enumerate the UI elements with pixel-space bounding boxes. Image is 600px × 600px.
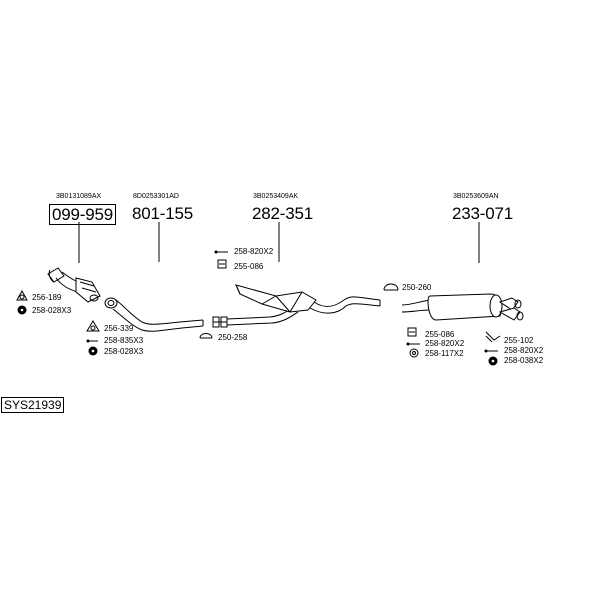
bolt-icon-p4b — [484, 349, 498, 353]
accessory-nut-p1[interactable]: 258-028X3 — [32, 306, 72, 315]
clamp-icon-rear — [383, 283, 399, 291]
rubber-mount-icon-p4a — [407, 327, 417, 337]
accessory-gasket-p2[interactable]: 256-339 — [104, 324, 134, 333]
accessory-bracket-p4b[interactable]: 255-102 — [504, 336, 534, 345]
accessory-clamp-mid[interactable]: 250-258 — [218, 333, 248, 342]
accessory-mount-p3[interactable]: 255-086 — [234, 262, 264, 271]
clamp-sleeve-drawing — [212, 316, 228, 328]
accessory-bolt-p4b[interactable]: 258-820X2 — [504, 346, 544, 355]
part-number-2[interactable]: 801-155 — [132, 204, 193, 223]
center-silencer-drawing — [226, 284, 381, 326]
accessory-bolt-p4a[interactable]: 258-820X2 — [425, 339, 465, 348]
accessory-nut-p2[interactable]: 258-028X3 — [104, 347, 144, 356]
oem-number-part-1: 3B0131089AX — [56, 193, 102, 200]
accessory-gasket-p1[interactable]: 256-189 — [32, 293, 62, 302]
gasket-icon-p2 — [86, 320, 100, 332]
bolt-icon-p4a — [406, 342, 420, 346]
rear-silencer-drawing — [401, 293, 524, 321]
bracket-icon-p4b — [485, 331, 501, 343]
hanger-icon-p3 — [214, 250, 228, 254]
clamp-icon-mid — [199, 333, 213, 339]
part-number-4[interactable]: 233-071 — [452, 204, 513, 223]
catalytic-converter-drawing — [47, 267, 101, 303]
accessory-mount-p4a[interactable]: 255-086 — [425, 330, 455, 339]
accessory-nut-p4b[interactable]: 258-038X2 — [504, 356, 544, 365]
accessory-bolt-p3[interactable]: 258-820X2 — [234, 247, 274, 256]
accessory-clamp-rear[interactable]: 250-260 — [402, 283, 432, 292]
bolt-icon-p2 — [86, 339, 98, 343]
gasket-icon-p1 — [16, 289, 28, 301]
rubber-mount-icon-p3 — [217, 259, 227, 269]
oem-number-part-2: 8D0253301AD — [133, 193, 179, 200]
oem-number-part-4: 3B0253609AN — [453, 193, 499, 200]
oem-number-part-3: 3B0253409AK — [253, 193, 299, 200]
front-pipe-drawing — [104, 297, 204, 332]
nut-icon-p2 — [88, 346, 98, 356]
nut-icon-p4b — [488, 356, 498, 366]
system-id-label: SYS21939 — [1, 397, 65, 413]
nut-icon-p1 — [17, 305, 27, 315]
washer-icon-p4a — [409, 348, 419, 358]
part-number-1[interactable]: 099-959 — [49, 204, 116, 225]
accessory-washer-p4a[interactable]: 258-117X2 — [425, 349, 464, 358]
part-number-3[interactable]: 282-351 — [252, 204, 313, 223]
accessory-bolt-p2[interactable]: 258-835X3 — [104, 336, 144, 345]
